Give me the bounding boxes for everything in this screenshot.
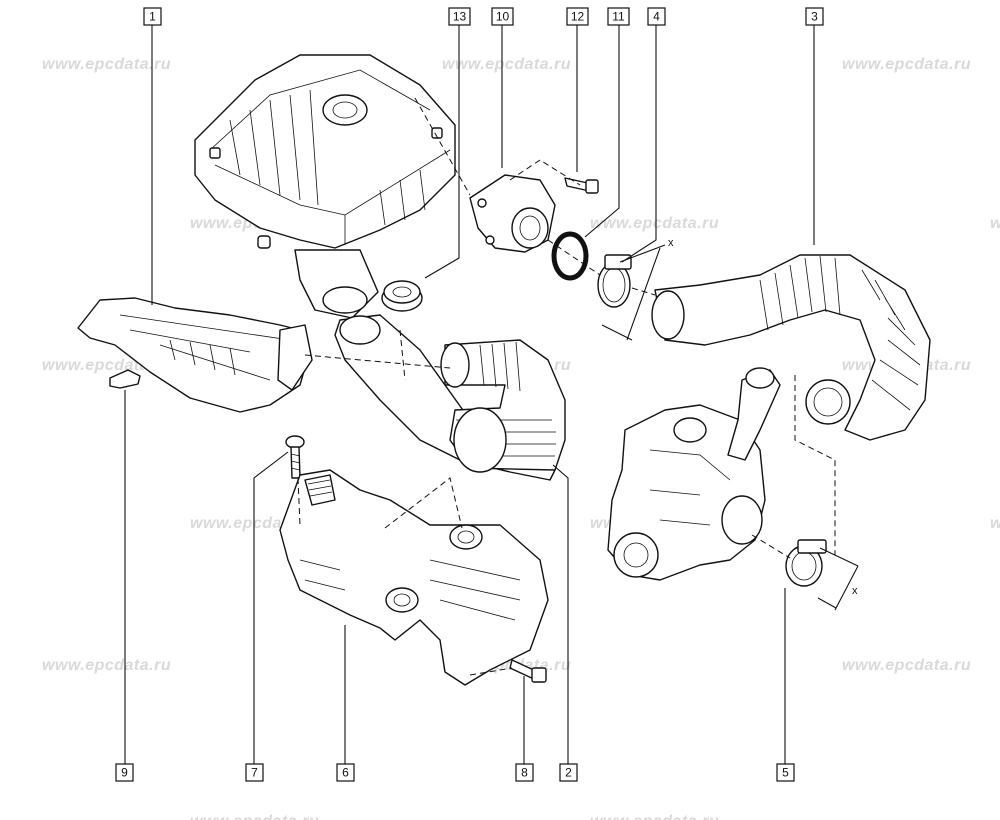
assembly-guide-lines [297,97,836,676]
leader-lines [124,25,815,764]
watermark: www.epcdata.ru [990,515,1000,532]
callout-5: 5 [776,763,795,782]
svg-text:3: 3 [811,10,818,24]
svg-text:13: 13 [453,10,467,24]
dimension-top: x [601,237,674,341]
svg-text:1: 1 [149,10,156,24]
svg-text:6: 6 [342,766,349,780]
callout-4: 4 [647,7,666,26]
air-filter-bracket-lower [279,469,549,686]
callout-10: 10 [491,7,514,26]
intake-hose-bellows [440,339,566,473]
watermark: www.epcdata.ru [842,56,971,73]
turbocharger [607,367,781,581]
callout-11: 11 [607,7,630,26]
grommet [381,280,423,312]
svg-text:7: 7 [251,766,258,780]
dimension-label: x [668,237,674,249]
watermark: www.epcdata.ru [590,813,719,820]
watermark: www.epcdata.ru [590,215,719,232]
watermark: www.epcdata.ru [42,56,171,73]
intake-hose-corrugated [651,254,931,441]
svg-text:4: 4 [653,10,660,24]
callout-12: 12 [566,7,589,26]
callout-7: 7 [245,763,264,782]
svg-text:9: 9 [121,766,128,780]
air-filter-housing [194,54,456,249]
callout-6: 6 [336,763,355,782]
airflow-meter [469,174,556,253]
callout-13: 13 [448,7,471,26]
bolt-airflow-meter [564,177,599,194]
svg-text:11: 11 [612,10,625,24]
watermark: www.epcdata.ru [190,813,319,820]
bolt-lower [509,659,547,683]
watermark: www.epcdata.ru [842,657,971,674]
callout-2: 2 [559,763,578,782]
svg-text:8: 8 [521,766,528,780]
screw-upper [285,435,305,479]
air-filter-support-bracket [77,297,313,413]
watermark: www.epcdata.ru [42,657,171,674]
clip [109,369,141,389]
svg-text:5: 5 [782,766,789,780]
hose-clamp-bottom [785,539,827,587]
callout-8: 8 [515,763,534,782]
callout-9: 9 [115,763,134,782]
dimension-bottom: x [817,547,859,611]
callout-1: 1 [143,7,162,26]
svg-text:12: 12 [571,10,585,24]
watermark: www.epcdata.ru [990,215,1000,232]
svg-text:2: 2 [565,766,572,780]
watermark: www.epcdata.ru [442,56,571,73]
callout-3: 3 [805,7,824,26]
o-ring-seal [551,231,589,281]
hose-clamp-top [597,254,632,308]
svg-text:10: 10 [496,10,510,24]
dimension-label: x [852,585,858,597]
